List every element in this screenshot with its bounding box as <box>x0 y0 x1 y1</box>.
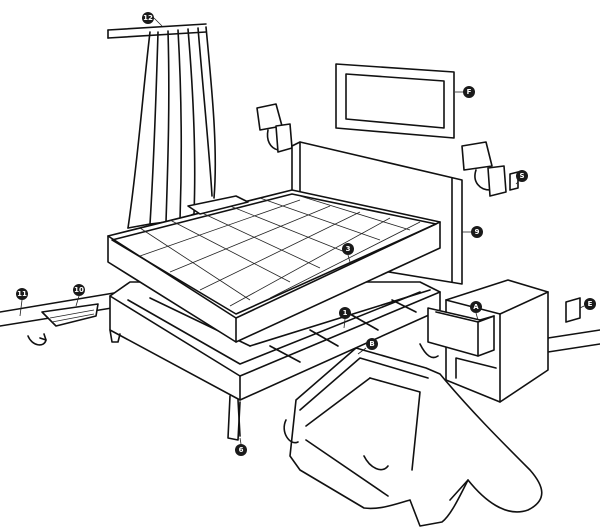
callout-label: B <box>369 340 374 348</box>
wall-switch <box>565 297 581 323</box>
callout-label: 1 <box>343 309 348 317</box>
callout-nightstand-drawer: A <box>470 301 482 313</box>
wall-lamp-right <box>461 141 519 197</box>
callout-label: 3 <box>346 245 351 253</box>
callout-label: E <box>588 300 593 308</box>
callout-label: A <box>473 303 479 311</box>
callout-floor-edge: 11 <box>16 288 28 300</box>
floor-vent <box>27 303 99 346</box>
callout-label: 12 <box>143 14 153 22</box>
callout-headboard: 9 <box>471 226 483 238</box>
callout-picture-frame: F <box>463 86 475 98</box>
callout-box-spring: 1 <box>339 307 351 319</box>
callout-curtain-rod: 12 <box>142 12 154 24</box>
callout-label: 6 <box>239 446 244 454</box>
callout-mattress-seam: 3 <box>342 243 354 255</box>
callout-bed-leg: 6 <box>235 444 247 456</box>
mattress <box>107 189 441 343</box>
callout-label: 11 <box>17 290 27 298</box>
callout-under-bed: B <box>366 338 378 350</box>
callout-label: F <box>467 88 472 96</box>
callout-label: S <box>519 172 524 180</box>
callout-label: 9 <box>475 228 480 236</box>
bed-skirt <box>283 343 543 527</box>
curtain <box>107 23 217 229</box>
callout-wall-switch: E <box>584 298 596 310</box>
leader-lines <box>19 17 585 445</box>
callout-label: 10 <box>74 286 84 294</box>
callout-outlet: S <box>516 170 528 182</box>
picture-frame <box>335 63 455 139</box>
wall-lamp-left <box>256 103 293 153</box>
callout-vent: 10 <box>73 284 85 296</box>
